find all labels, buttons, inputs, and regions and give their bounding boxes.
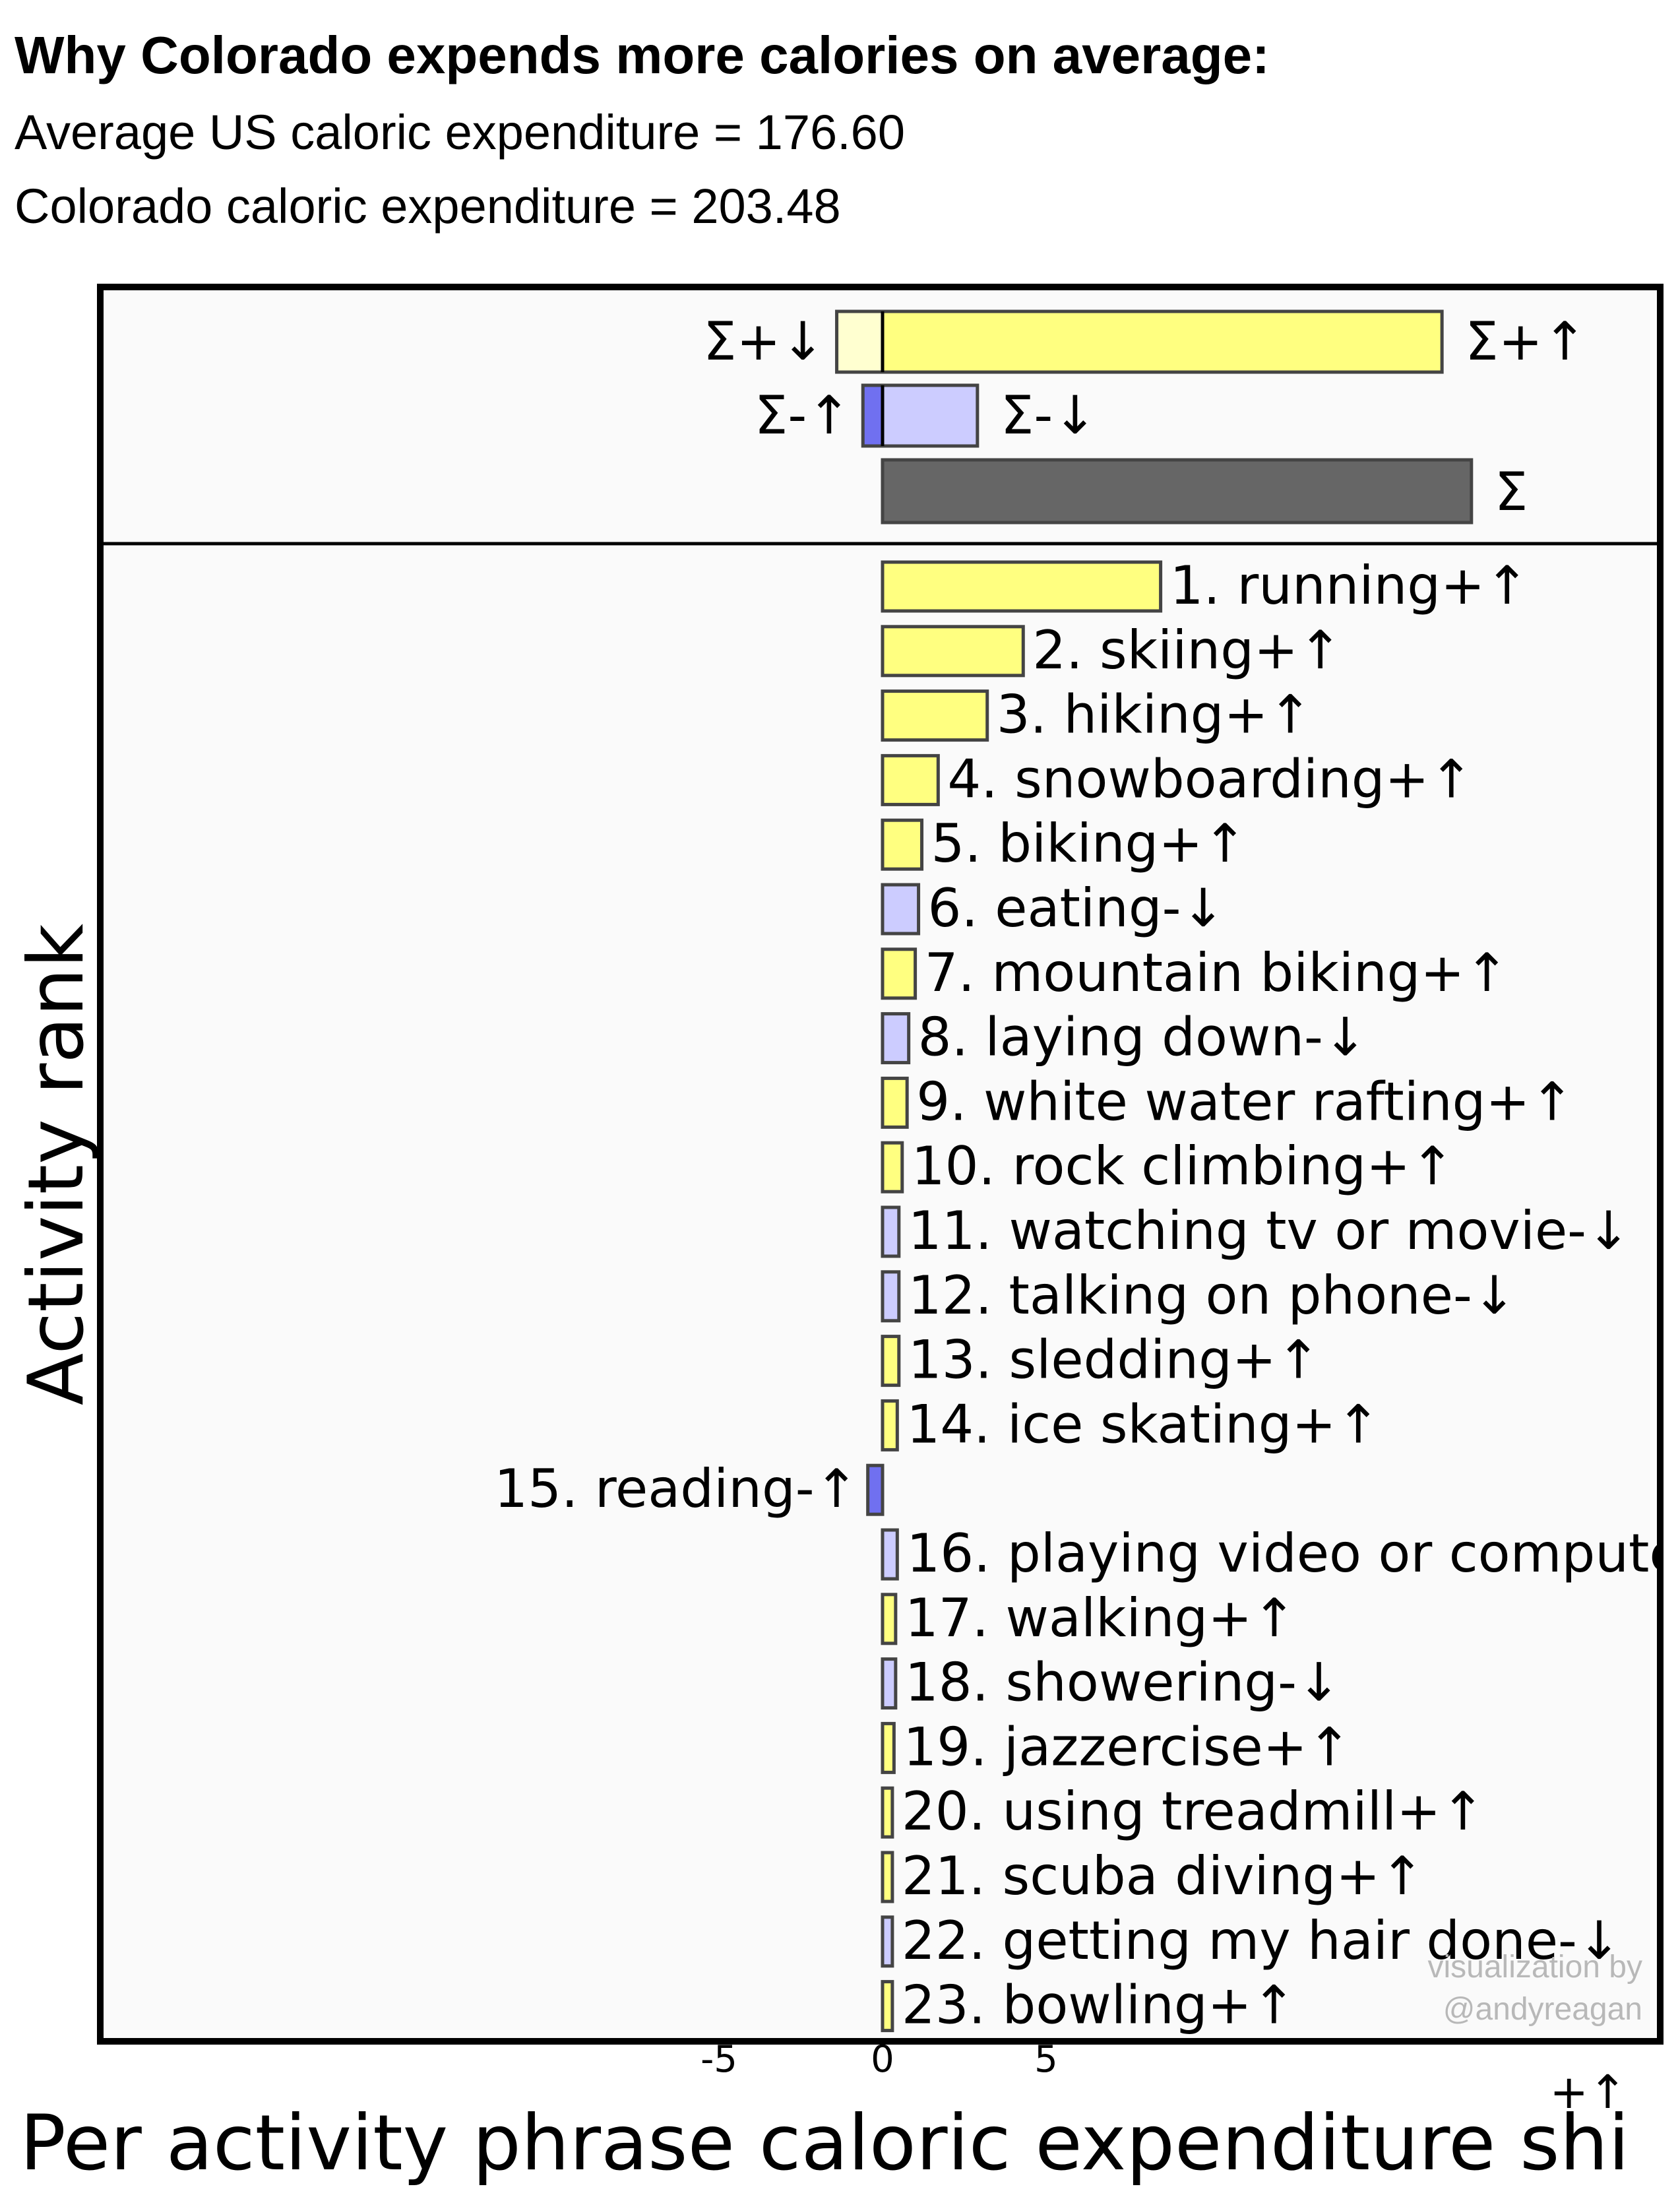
activity-bar (881, 1786, 894, 1839)
activity-label: 14. ice skating+↑ (906, 1393, 1380, 1455)
activity-bar (881, 1851, 894, 1903)
watermark-line-2: @andyreagan (1443, 1992, 1642, 2027)
sum-neg-up-label: Σ-↑ (755, 385, 851, 446)
summary-bars: Σ+↓ Σ+↑ Σ-↑ Σ-↓ Σ (703, 309, 1587, 525)
activity-label: 9. white water rafting+↑ (916, 1071, 1574, 1132)
activity-bar (881, 689, 989, 742)
activity-bar (881, 1528, 899, 1581)
activity-bar (881, 1721, 896, 1774)
activity-bar (881, 625, 1025, 678)
activity-bar (881, 1980, 894, 2033)
watermark: visualization by @andyreagan (1319, 1946, 1643, 2031)
activity-label: 1. running+↑ (1170, 555, 1530, 616)
activity-label: 21. scuba diving+↑ (902, 1845, 1424, 1907)
sum-pos-down-bar (835, 309, 885, 374)
activity-label: 4. snowboarding+↑ (947, 748, 1473, 810)
activity-bar (881, 883, 921, 936)
watermark-line-1: visualization by (1427, 1950, 1643, 1985)
sum-pos-down-label: Σ+↓ (703, 311, 825, 372)
sum-total-label: Σ (1495, 461, 1528, 523)
activity-label: 10. rock climbing+↑ (912, 1135, 1454, 1197)
activity-bar (881, 1205, 901, 1258)
activity-bar (881, 1076, 909, 1129)
activity-bar (881, 1915, 894, 1968)
activity-bar (881, 818, 924, 871)
activity-label: 18. showering-↓ (905, 1652, 1341, 1713)
plot-frame (97, 284, 1664, 2045)
activity-label: 11. watching tv or movie-↓ (908, 1200, 1631, 1261)
activity-bar (866, 1463, 885, 1516)
x-axis-ticks: -5 0 5 (700, 2038, 1058, 2081)
sum-neg-down-label: Σ-↓ (1001, 385, 1097, 446)
activity-label: 7. mountain biking+↑ (925, 942, 1509, 1004)
activity-label: 13. sledding+↑ (908, 1329, 1321, 1391)
sum-total-bar (881, 458, 1474, 525)
x-tick-label: 0 (871, 2038, 894, 2081)
activity-bar (881, 1012, 911, 1065)
x-axis-label: Per activity phrase caloric expenditure … (20, 2099, 1629, 2188)
activity-label: 22. getting my hair done-↓ (902, 1910, 1621, 1971)
activity-bar (881, 1270, 901, 1323)
activity-bar (881, 1657, 898, 1710)
sum-pos-up-label: Σ+↑ (1465, 311, 1587, 372)
sum-pos-up-bar (881, 309, 1444, 374)
x-tick-label: 5 (1034, 2038, 1058, 2081)
activity-label: 16. playing video or computer games-↓ (906, 1523, 1680, 1584)
activity-bar (881, 1399, 899, 1451)
sum-neg-down-bar (881, 383, 980, 448)
y-axis-label: Activity rank (12, 924, 101, 1405)
x-tick-label: -5 (700, 2038, 737, 2081)
average-us-expenditure: Average US caloric expenditure = 176.60 (15, 105, 905, 160)
activity-bar (881, 1593, 898, 1645)
activity-bar (881, 753, 940, 806)
activity-label: 5. biking+↑ (931, 813, 1247, 874)
colorado-expenditure: Colorado caloric expenditure = 203.48 (15, 179, 841, 234)
activity-label: 12. talking on phone-↓ (908, 1265, 1516, 1326)
activity-label: 3. hiking+↑ (997, 684, 1313, 746)
activity-bar (881, 1335, 901, 1387)
activity-label: 8. laying down-↓ (918, 1007, 1367, 1068)
activity-label: 6. eating-↓ (928, 877, 1226, 939)
activity-label: 17. walking+↑ (905, 1587, 1296, 1649)
activity-label: 19. jazzercise+↑ (903, 1716, 1351, 1777)
corner-label: +↑ (1549, 2065, 1627, 2119)
sum-neg-up-bar (861, 383, 885, 448)
activity-label: 23. bowling+↑ (902, 1975, 1296, 2036)
chart-title: Why Colorado expends more calories on av… (15, 26, 1270, 84)
activity-bar (881, 947, 918, 1000)
activity-label: 15. reading-↑ (494, 1458, 858, 1519)
activity-label: 20. using treadmill+↑ (902, 1781, 1485, 1842)
activity-bar (881, 560, 1163, 613)
plot-background (102, 289, 1658, 2039)
activity-label: 2. skiing+↑ (1032, 620, 1342, 681)
activity-bar (881, 1141, 904, 1194)
activity-bars: 1. running+↑2. skiing+↑3. hiking+↑4. sno… (494, 555, 1680, 2036)
